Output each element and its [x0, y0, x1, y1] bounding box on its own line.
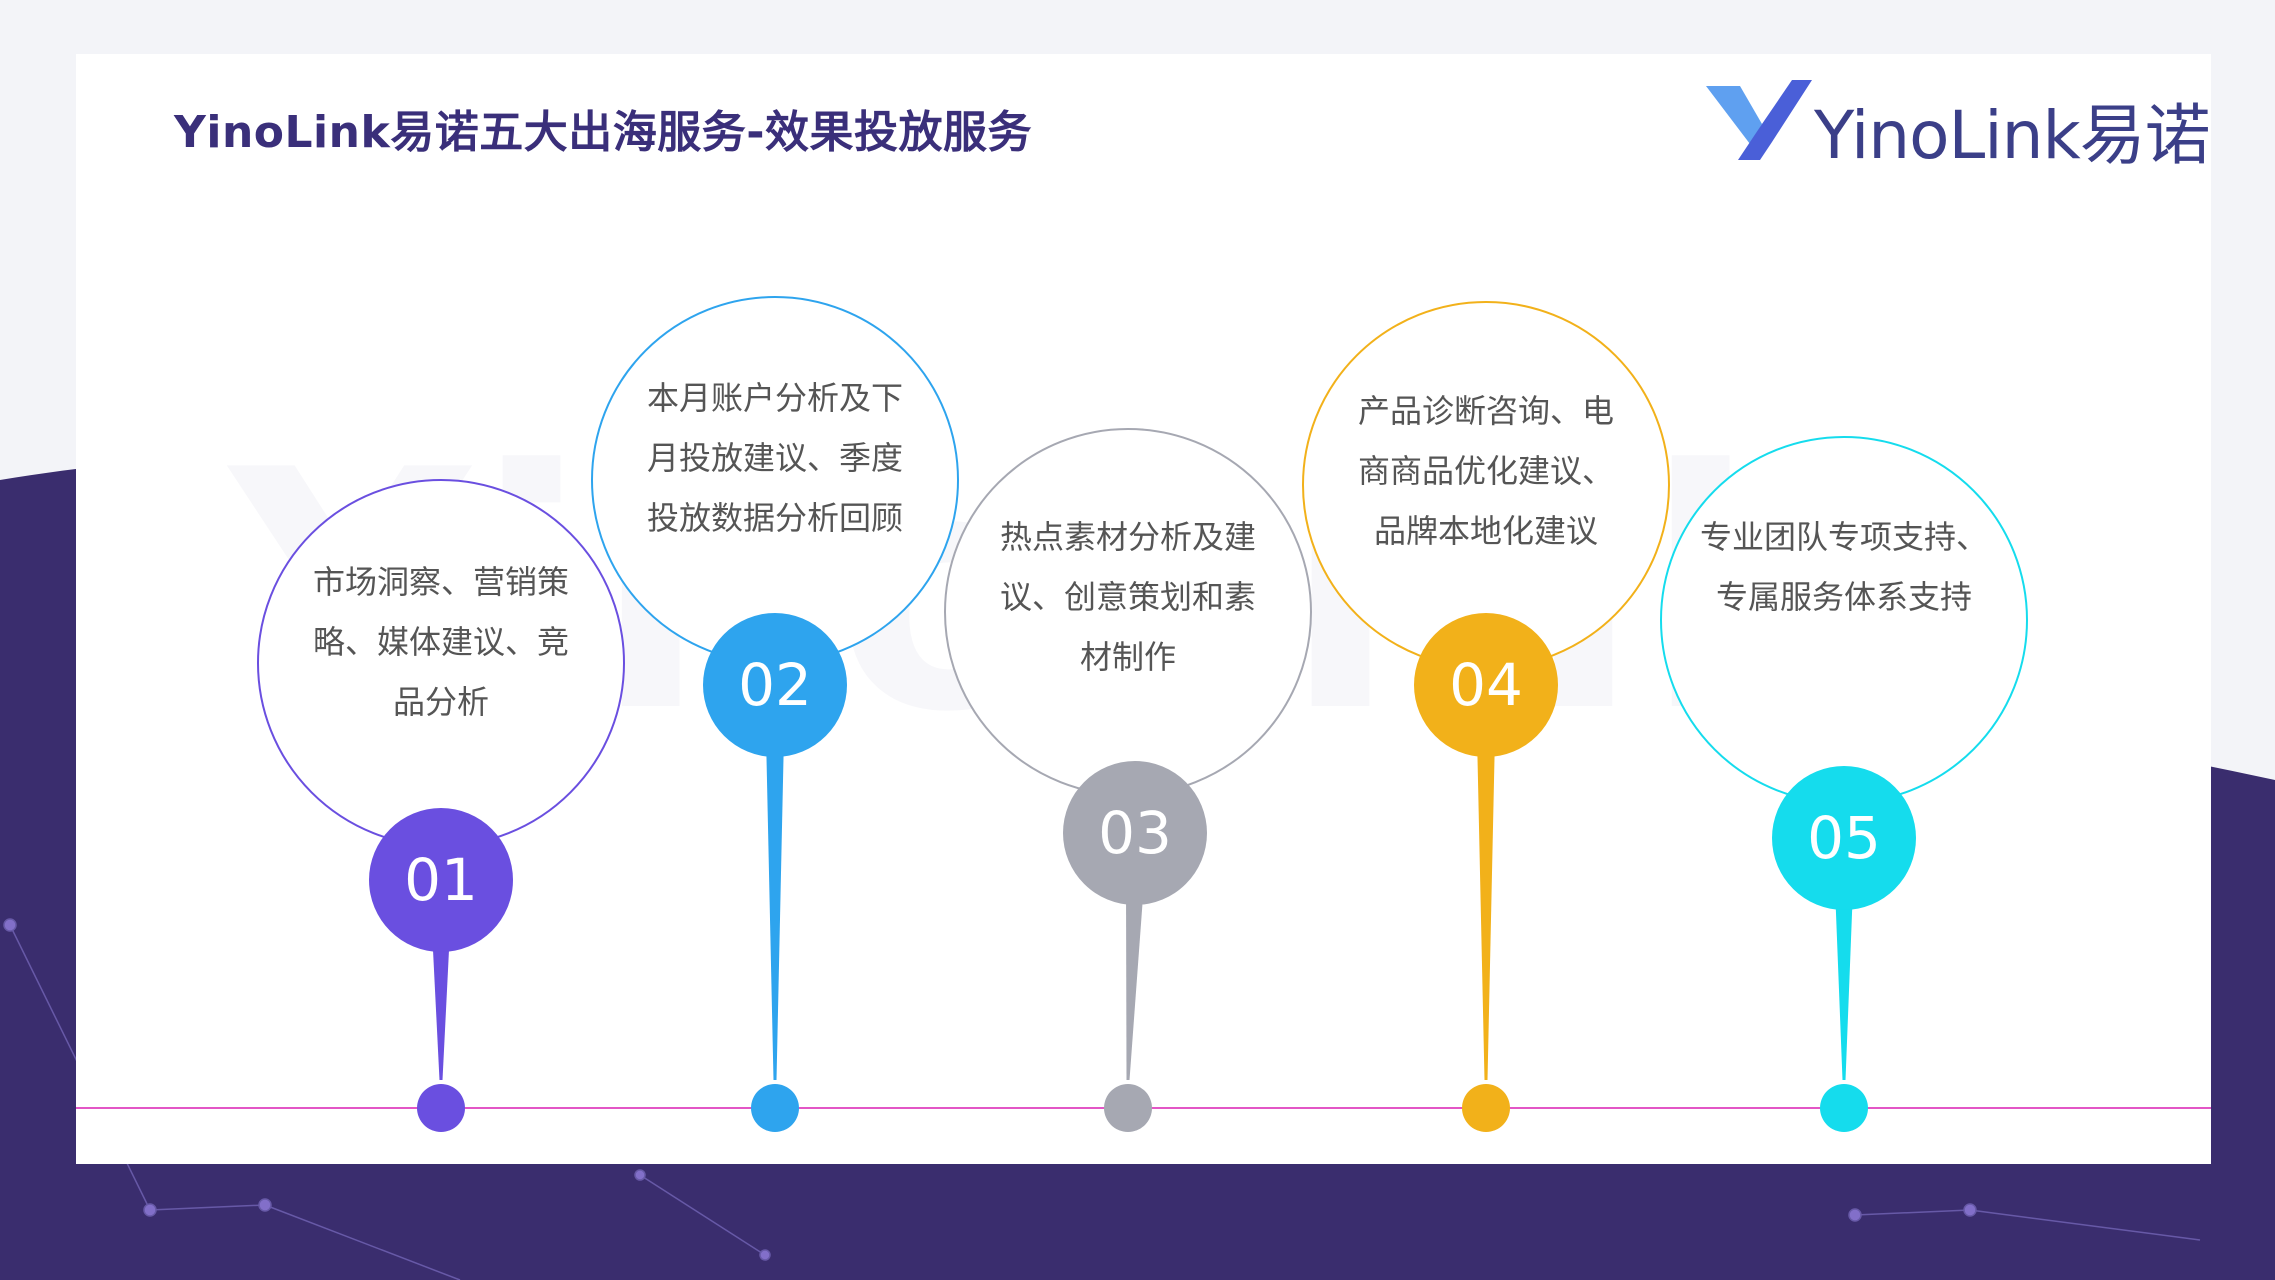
step-2-description-line: 本月账户分析及下 — [646, 379, 903, 417]
step-3-number-circle — [1063, 761, 1207, 905]
step-3-description: 热点素材分析及建议、创意策划和素材制作 — [978, 507, 1278, 687]
step-1-number-circle — [369, 808, 513, 952]
logo-mark-icon — [1706, 80, 1812, 160]
page-title: YinoLink易诺五大出海服务-效果投放服务 — [174, 107, 1032, 158]
step-2-description: 本月账户分析及下月投放建议、季度投放数据分析回顾 — [625, 368, 925, 548]
step-3-description-line: 议、创意策划和素 — [999, 578, 1256, 616]
step-1-description: 市场洞察、营销策略、媒体建议、竞品分析 — [291, 552, 591, 732]
step-5-number-circle — [1772, 766, 1916, 910]
step-4-description-line: 商商品优化建议、 — [1357, 452, 1614, 490]
step-4-stem — [1477, 735, 1495, 1080]
step-3-description-line: 材制作 — [1079, 638, 1176, 676]
step-4-description-line: 产品诊断咨询、电 — [1357, 392, 1614, 430]
step-2-description-line: 投放数据分析回顾 — [646, 499, 903, 537]
step-3-timeline-dot — [1104, 1084, 1152, 1132]
logo-text: YinoLink易诺 — [1814, 97, 2211, 174]
step-2-timeline-dot — [751, 1084, 799, 1132]
step-5-number: 05 — [1807, 804, 1881, 872]
step-5-description-line: 专业团队专项支持、 — [1699, 518, 1988, 556]
step-2-description-line: 月投放建议、季度 — [646, 439, 903, 477]
step-5-description: 专业团队专项支持、专属服务体系支持 — [1694, 507, 1994, 627]
step-2-number: 02 — [738, 651, 812, 719]
step-5-timeline-dot — [1820, 1084, 1868, 1132]
step-1-description-line: 市场洞察、营销策 — [312, 563, 569, 601]
step-3-description-line: 热点素材分析及建 — [999, 518, 1256, 556]
step-4-number: 04 — [1449, 651, 1523, 719]
yinolink-logo: YinoLink易诺 — [1700, 72, 2211, 174]
step-4-number-circle — [1414, 613, 1558, 757]
step-4-description: 产品诊断咨询、电商商品优化建议、品牌本地化建议 — [1336, 381, 1636, 561]
step-3-number: 03 — [1098, 799, 1172, 867]
step-2-stem — [766, 735, 784, 1080]
step-1-description-line: 略、媒体建议、竞 — [312, 623, 569, 661]
step-5-description-line: 专属服务体系支持 — [1715, 578, 1972, 616]
step-1-description-line: 品分析 — [392, 683, 489, 721]
step-5-stem — [1835, 888, 1853, 1080]
step-2-number-circle — [703, 613, 847, 757]
step-1-number: 01 — [404, 846, 478, 914]
step-3-stem — [1126, 883, 1144, 1080]
step-4-description-line: 品牌本地化建议 — [1373, 512, 1598, 550]
step-1-timeline-dot — [417, 1084, 465, 1132]
step-4-timeline-dot — [1462, 1084, 1510, 1132]
step-1-stem — [432, 930, 450, 1080]
